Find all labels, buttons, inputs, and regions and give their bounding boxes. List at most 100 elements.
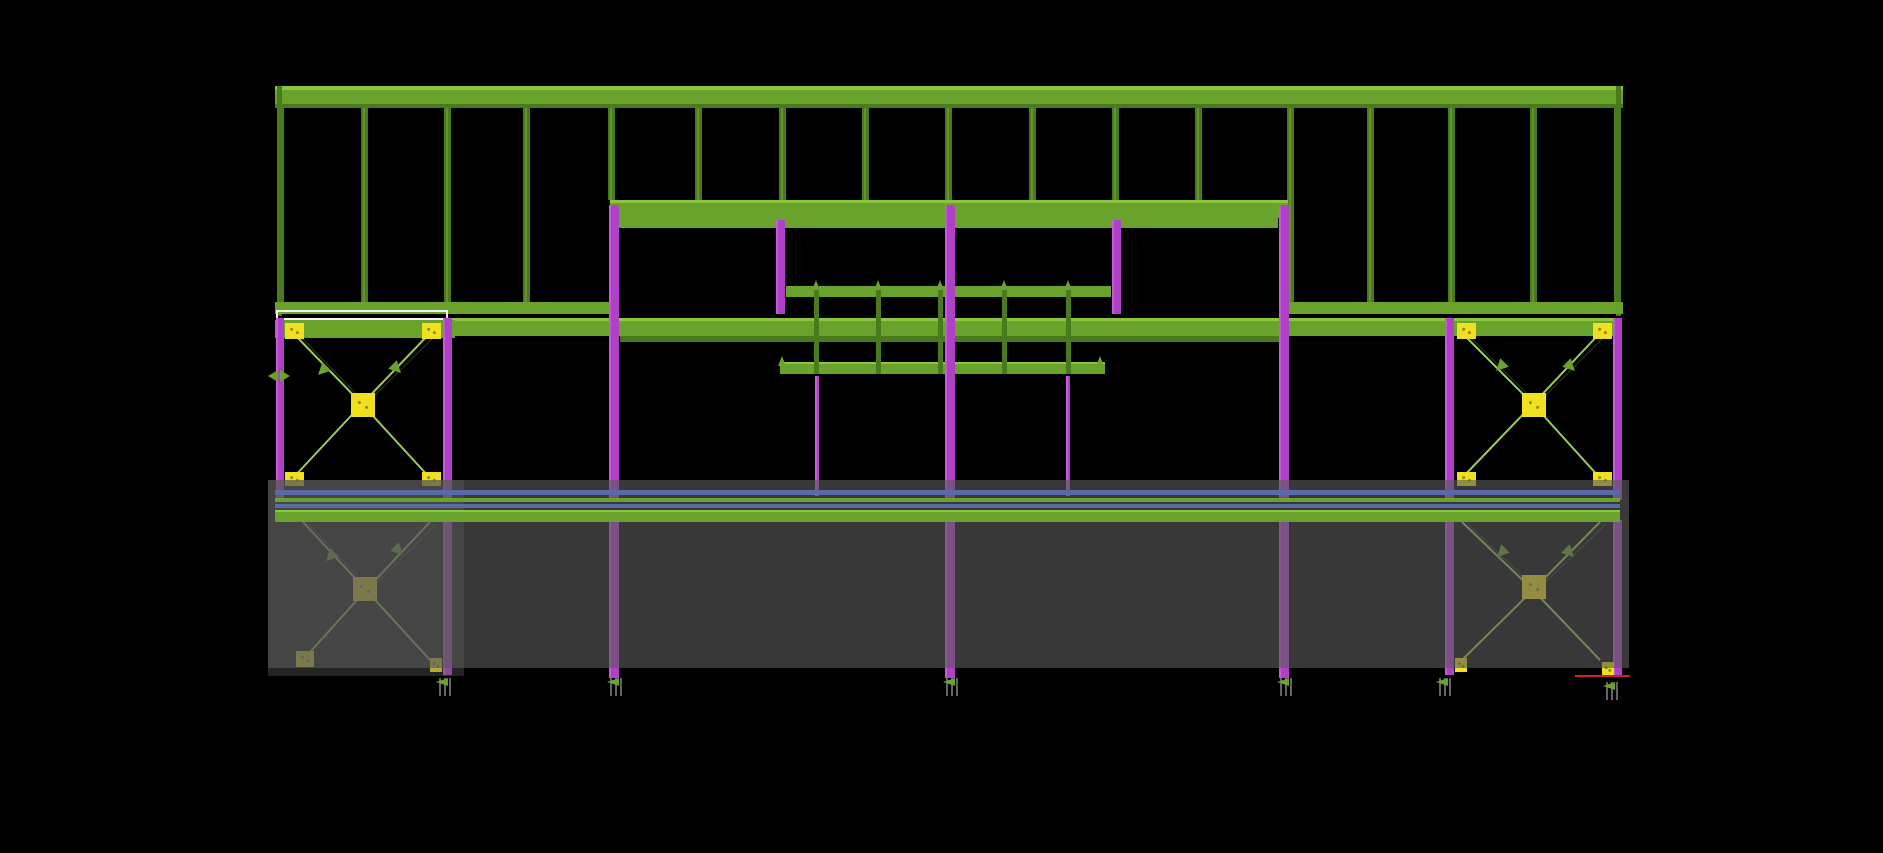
roof-purlin [361, 100, 368, 310]
roof-purlin [444, 100, 451, 310]
roof-purlin [1530, 100, 1537, 310]
brace-shadow [298, 334, 367, 405]
main-floor-beam-edge [452, 318, 1622, 321]
roof-purlin [695, 100, 702, 200]
brace-shadow [1467, 334, 1538, 405]
roof-purlin [779, 100, 786, 200]
slab-edge-beam [275, 498, 1620, 502]
roof-purlin [608, 100, 615, 200]
plate-bolt [427, 476, 431, 480]
column-edge [776, 220, 778, 314]
roof-purlin-highlight [1532, 100, 1534, 310]
main-floor-beam [452, 318, 1622, 336]
brace-line [1532, 332, 1601, 405]
slab-main-beam [275, 510, 1620, 522]
roof-purlin-highlight [610, 100, 612, 200]
plate-bolt [357, 401, 361, 405]
brace-direction-arrow [318, 362, 331, 375]
roof-purlin [1112, 100, 1119, 200]
hanger-post-cap [936, 280, 944, 290]
column-edge [276, 318, 278, 500]
hanger-post [876, 286, 881, 374]
roof-purlin [1287, 100, 1294, 310]
column [609, 205, 619, 500]
plate-bolt [290, 476, 294, 480]
hanger-post-cap [874, 280, 882, 290]
hanger-post [938, 286, 943, 374]
anchor-marker [436, 678, 448, 686]
anchor-marker [1603, 682, 1615, 690]
roof-purlin-highlight [1450, 100, 1452, 310]
roof-purlin-highlight [864, 100, 866, 200]
end-post-left [277, 86, 282, 316]
column-edge [1445, 318, 1447, 500]
hanger-post-cap [812, 280, 820, 290]
gusset-plate [285, 323, 304, 339]
plate-bolt [1462, 476, 1466, 480]
brace-direction-arrow [1562, 358, 1575, 371]
roof-purlin-highlight [1114, 100, 1116, 200]
hanger-post-cap [1096, 356, 1104, 366]
hanger-post-cap [778, 356, 786, 366]
gusset-plate [1593, 323, 1612, 339]
plate-bolt [1598, 327, 1602, 331]
plate-bolt [295, 331, 299, 335]
roof-purlin [523, 100, 530, 310]
end-post-right [1616, 86, 1621, 316]
column [1279, 205, 1289, 500]
roof-purlin-highlight [446, 100, 448, 310]
anchor-marker [1277, 678, 1289, 686]
anchor-marker [943, 678, 955, 686]
roof-beam [275, 86, 1623, 108]
floor-slab-left-bay [268, 480, 464, 676]
roof-purlin [1448, 100, 1455, 310]
floor-beam-left-segment [275, 320, 455, 338]
edge-arrow-left [268, 370, 278, 382]
hanger-post-cap [1000, 280, 1008, 290]
rebar-line-lower [275, 504, 1620, 508]
column-edge [443, 318, 445, 500]
rebar-line-upper [275, 490, 1620, 495]
plate-bolt [1467, 331, 1471, 335]
roof-purlin [862, 100, 869, 200]
hanger-post [1002, 286, 1007, 374]
brace-line [1461, 403, 1534, 479]
brace-direction-arrow [388, 360, 401, 373]
anchor-marker [1436, 678, 1448, 686]
column-edge [1066, 376, 1068, 496]
column-edge [945, 205, 947, 500]
column [1445, 318, 1454, 500]
column-edge [1613, 318, 1615, 500]
brace-line [292, 403, 363, 479]
plate-bolt [1608, 668, 1612, 672]
slab-main-beam-edge [275, 510, 1620, 512]
hanger-post [814, 286, 819, 374]
column-edge [1112, 220, 1114, 314]
plate-bolt [1536, 405, 1540, 409]
side-floor-beam-left [275, 302, 610, 314]
plate-bolt [1603, 331, 1607, 335]
roof-purlin [1367, 100, 1374, 310]
roof-purlin [1195, 100, 1202, 200]
roof-purlin-highlight [947, 100, 949, 200]
plate-bolt [1462, 327, 1466, 331]
gusset-plate [422, 323, 441, 339]
column [945, 205, 955, 500]
hanger-post-cap [1064, 280, 1072, 290]
column-edge [609, 205, 611, 500]
roof-purlin-highlight [1369, 100, 1371, 310]
upper-central-beam-edge [610, 200, 1288, 203]
roof-purlin [1029, 100, 1036, 200]
roof-purlin-highlight [781, 100, 783, 200]
column [776, 220, 785, 314]
plate-bolt [365, 405, 369, 409]
gusset-plate [1522, 393, 1546, 417]
roof-purlin-highlight [525, 100, 527, 310]
anchor-bolts-group [436, 678, 1618, 700]
roof-beam-top-edge [275, 86, 1623, 90]
anchor-marker [607, 678, 619, 686]
column-edge [1279, 205, 1281, 500]
side-floor-beam-right [1288, 302, 1623, 314]
